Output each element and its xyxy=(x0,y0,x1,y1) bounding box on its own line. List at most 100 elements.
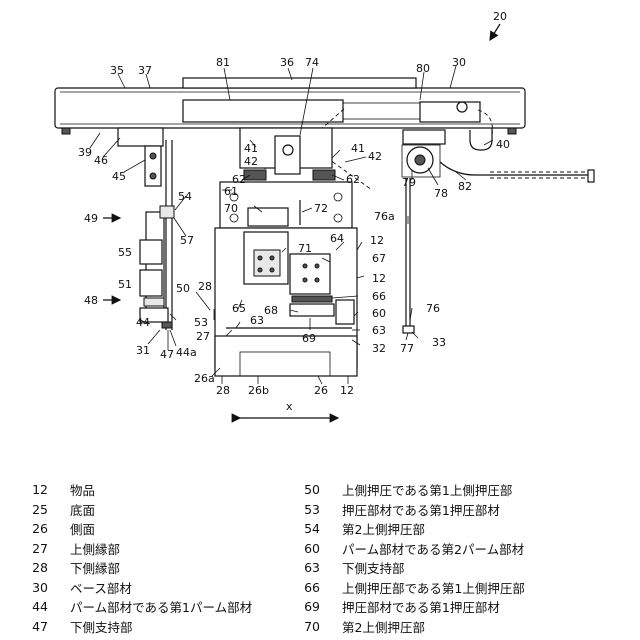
legend-text: パーム部材である第2パーム部材 xyxy=(342,539,524,558)
legend-text: パーム部材である第1パーム部材 xyxy=(70,597,252,616)
bolt-67b xyxy=(315,264,319,268)
legend-text: 下側支持部 xyxy=(70,617,133,636)
legend-row: 50 上側押圧である第1上側押圧部 xyxy=(292,480,525,500)
press-69 xyxy=(290,304,334,316)
label-41a: 41 xyxy=(244,142,258,155)
rail-62-right xyxy=(313,170,335,180)
legend-number: 47 xyxy=(20,619,48,634)
label-72: 72 xyxy=(314,202,328,215)
legend-row: 27 上側縁部 xyxy=(20,539,252,559)
mechanism-drawing: 20 xyxy=(0,0,640,460)
legend-text: 下側縁部 xyxy=(70,558,120,577)
x-axis-label: x xyxy=(286,400,293,413)
label-81: 81 xyxy=(216,56,230,69)
legend-text: 押圧部材である第1押圧部材 xyxy=(342,597,500,616)
hose-end xyxy=(588,170,594,182)
ref-number-20: 20 xyxy=(493,10,507,23)
legend-left-column: 12物品 25底面 26側面 27上側縁部 28下側縁部 30ベース部材 44パ… xyxy=(20,480,252,636)
center-pin xyxy=(283,145,293,155)
bolt-71a xyxy=(258,256,262,260)
legend-text: 第2上側押圧部 xyxy=(342,617,425,636)
label-42b: 42 xyxy=(368,150,382,163)
legend-row: 70 第2上側押圧部 xyxy=(292,617,525,637)
legend-number: 26 xyxy=(20,521,48,536)
legend-number: 28 xyxy=(20,560,48,575)
label-44: 44 xyxy=(136,316,150,329)
press-66 xyxy=(292,296,332,302)
label-46: 46 xyxy=(94,154,108,167)
legend-text: 上側縁部 xyxy=(70,539,120,558)
press-54 xyxy=(160,206,174,218)
bolt-67c xyxy=(303,278,307,282)
left-hanger-plate xyxy=(145,146,161,186)
legend-number: 70 xyxy=(292,619,320,634)
label-71: 71 xyxy=(298,242,312,255)
legend-text: 物品 xyxy=(70,480,95,499)
legend-row: 26 側面 xyxy=(20,519,252,539)
base-foot-left xyxy=(62,128,70,134)
legend-row: 25底面 xyxy=(20,500,252,520)
block-55 xyxy=(140,240,162,264)
legend-number: 30 xyxy=(20,580,48,595)
block-51 xyxy=(140,270,162,296)
press-53 xyxy=(144,298,164,306)
label-12b: 12 xyxy=(372,272,386,285)
label-69: 69 xyxy=(302,332,316,345)
label-78: 78 xyxy=(434,187,448,200)
legend-row: 54第2上側押圧部 xyxy=(292,519,525,539)
label-33: 33 xyxy=(432,336,446,349)
label-12c: 12 xyxy=(340,384,354,397)
right-bracket xyxy=(403,130,445,144)
left-bracket xyxy=(118,128,163,146)
bolt-2 xyxy=(150,173,156,179)
base-top-plate xyxy=(183,78,416,88)
label-35: 35 xyxy=(110,64,124,77)
hose-40 xyxy=(470,128,492,150)
bolt-67d xyxy=(315,278,319,282)
label-28a: 28 xyxy=(198,280,212,293)
legend-number: 53 xyxy=(292,502,320,517)
label-80: 80 xyxy=(416,62,430,75)
label-49: 49 xyxy=(84,212,98,225)
label-65: 65 xyxy=(232,302,246,315)
bolt-71c xyxy=(258,268,262,272)
legend-number: 12 xyxy=(20,482,48,497)
bolt-71b xyxy=(270,256,274,260)
legend-number: 50 xyxy=(292,482,320,497)
label-82: 82 xyxy=(458,180,472,193)
label-40: 40 xyxy=(496,138,510,151)
label-42a: 42 xyxy=(244,155,258,168)
label-12a: 12 xyxy=(370,234,384,247)
legend-text: 押圧部材である第1押圧部材 xyxy=(342,500,500,519)
legend-right-column: 50 上側押圧である第1上側押圧部 53 押圧部材である第1押圧部材 54第2上側押… xyxy=(292,480,525,636)
palm-60 xyxy=(336,300,354,324)
label-26a: 26a xyxy=(194,372,215,385)
cylinder-80 xyxy=(420,102,480,122)
label-67: 67 xyxy=(372,252,386,265)
label-76a: 76a xyxy=(374,210,395,223)
legend-number: 63 xyxy=(292,560,320,575)
base-foot-right xyxy=(508,128,516,134)
bolt-71d xyxy=(270,268,274,272)
support-47 xyxy=(162,322,172,328)
legend-row: 47 下側支持部 xyxy=(20,617,252,637)
label-63a: 63 xyxy=(250,314,264,327)
legend-number: 25 xyxy=(20,502,48,517)
label-77: 77 xyxy=(400,342,414,355)
label-57: 57 xyxy=(180,234,194,247)
label-32: 32 xyxy=(372,342,386,355)
ref-arrow-20 xyxy=(490,24,500,40)
pin-80 xyxy=(457,102,467,112)
label-53: 53 xyxy=(194,316,208,329)
label-36: 36 xyxy=(280,56,294,69)
legend-row: 60パーム部材である第2パーム部材 xyxy=(292,539,525,559)
legend-number: 27 xyxy=(20,541,48,556)
label-63b: 63 xyxy=(372,324,386,337)
legend-text: 側面 xyxy=(70,519,95,538)
label-64: 64 xyxy=(330,232,344,245)
press-70 xyxy=(248,208,288,226)
roller-78-inner xyxy=(415,155,425,165)
legend-number: 44 xyxy=(20,599,48,614)
legend-text: 上側押圧である第1上側押圧部 xyxy=(342,480,512,499)
label-66: 66 xyxy=(372,290,386,303)
